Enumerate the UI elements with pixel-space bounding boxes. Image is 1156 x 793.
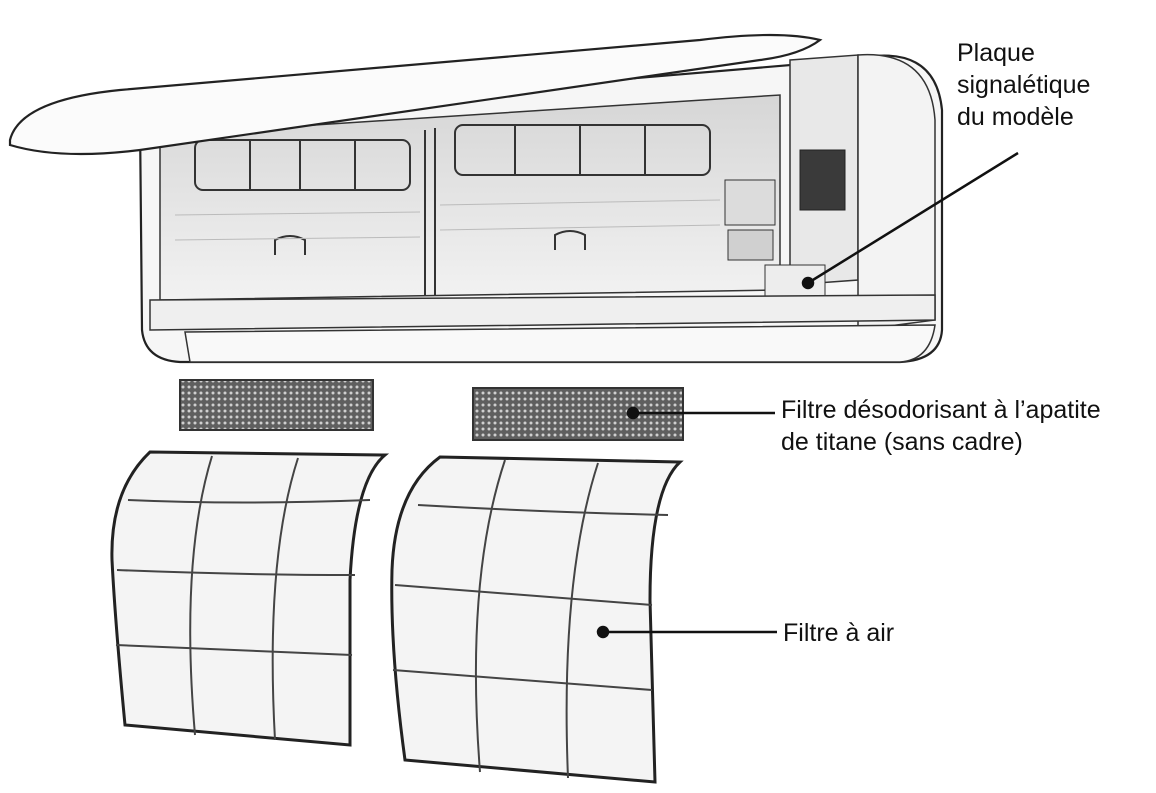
front-panel — [8, 33, 823, 156]
air-filter-label: Filtre à air — [783, 617, 894, 649]
deodorizing-filters — [179, 379, 684, 441]
model-plate-label: Plaque signalétique du modèle — [957, 37, 1090, 133]
model-plate-label-line-3: du modèle — [957, 103, 1074, 131]
deodorizing-filter-label: Filtre désodorisant à l’apatite de titan… — [781, 394, 1101, 458]
model-plate-label-line-2: signalétique — [957, 71, 1091, 99]
leader-dot-model-plate — [801, 276, 815, 290]
leader-dot-air-filter — [596, 625, 610, 639]
deodorizing-filter-left — [179, 379, 374, 431]
model-plate-label-line-1: Plaque — [957, 39, 1035, 67]
air-filter-left — [110, 450, 390, 747]
air-filter-right — [390, 455, 684, 784]
leader-line-model-plate — [807, 151, 1019, 285]
deodorizing-filter-label-line-2: de titane (sans cadre) — [781, 428, 1023, 456]
deodorizing-filter-label-line-1: Filtre désodorisant à l’apatite — [781, 396, 1101, 424]
air-filter-label-line-1: Filtre à air — [783, 619, 895, 647]
indoor-unit — [138, 53, 944, 364]
leader-lines — [596, 151, 1019, 639]
leader-dot-deodorizing-filter — [626, 406, 640, 420]
